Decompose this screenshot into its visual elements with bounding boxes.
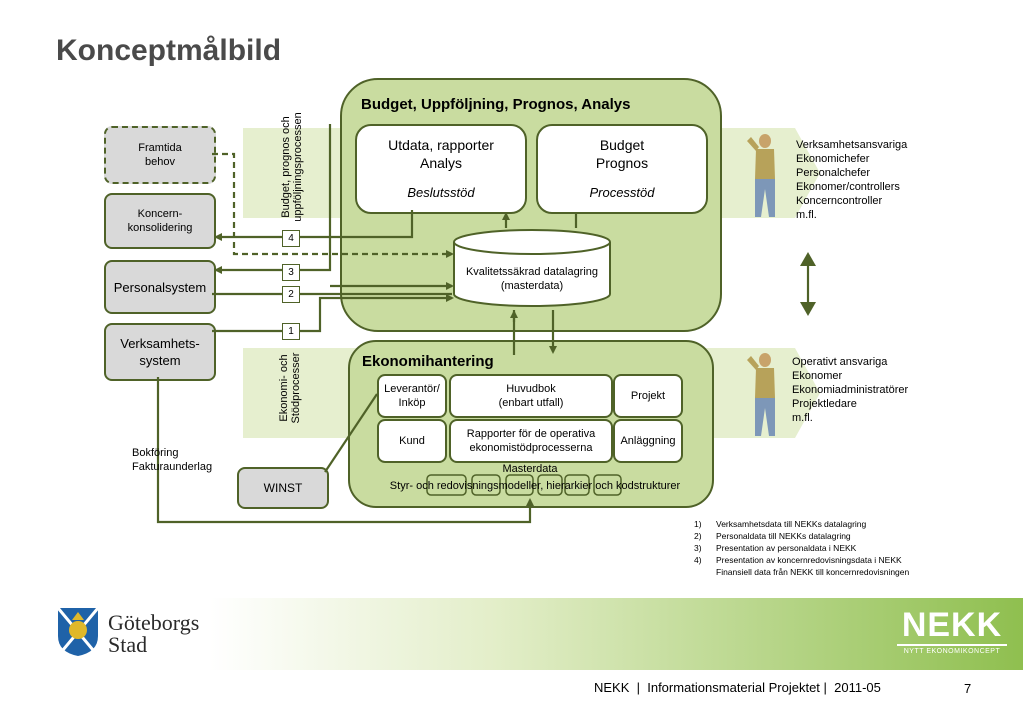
page-title: Konceptmålbild: [56, 34, 282, 67]
cell-projekt[interactable]: Projekt: [613, 374, 683, 418]
page-number: 7: [964, 681, 972, 696]
database-label: Kvalitetssäkrad datalagring (masterdata): [452, 265, 612, 293]
personalsystem-label: Personalsystem: [113, 279, 207, 295]
budget-line1: Budget: [599, 137, 645, 153]
nekk-logo-tagline: NYTT EKONOMIKONCEPT: [903, 648, 1001, 655]
person-icon: [747, 353, 775, 436]
personalsystem-box[interactable]: Personalsystem: [104, 260, 216, 314]
role-item: Ekonomer: [792, 370, 843, 382]
utdata-line1: Utdata, rapporter: [388, 137, 494, 153]
role-item: m.fl.: [792, 412, 813, 424]
cell-huvudbok-line1: Huvudbok: [506, 383, 556, 395]
cell-kund-label: Kund: [399, 435, 425, 447]
role-item: m.fl.: [796, 209, 817, 221]
footnote-2: 2)Personaldata till NEKKs datalagring: [694, 531, 851, 541]
goteborg-logo-text: Göteborgs Stad: [108, 612, 199, 656]
utdata-line2: Analys: [419, 155, 463, 171]
footer-text: NEKK | Informationsmaterial Projektet | …: [594, 680, 881, 695]
person-icon: [747, 134, 775, 217]
badge-2: 2: [282, 286, 300, 303]
roles-top: Verksamhetsansvariga Ekonomichefer Perso…: [796, 138, 907, 222]
nekk-logo-name: NEKK: [897, 606, 1007, 646]
koncern-label: Koncern- konsolidering: [127, 208, 193, 234]
cell-huvudbok[interactable]: Huvudbok (enbart utfall): [449, 374, 613, 418]
utdata-subtitle: Beslutsstöd: [407, 185, 475, 200]
role-item: Verksamhetsansvariga: [796, 139, 908, 151]
role-item: Ekonomer/controllers: [796, 181, 900, 193]
badge-3: 3: [282, 264, 300, 281]
role-item: Personalchefer: [796, 167, 870, 179]
bokforing-line1: Bokföring: [132, 447, 179, 459]
goteborg-line2: Stad: [108, 632, 148, 657]
masterdata-label: Masterdata: [502, 463, 558, 475]
winst-label: WINST: [263, 481, 303, 495]
footnote-3: 3)Presentation av personaldata i NEKK: [694, 543, 857, 553]
footnotes: 1)Verksamhetsdata till NEKKs datalagring…: [694, 518, 909, 578]
masterdata-text: Styr- och redovisningsmodeller, hierarki…: [389, 480, 681, 492]
cell-anlaggning-label: Anläggning: [620, 435, 676, 447]
utdata-box[interactable]: Utdata, rapporter Analys Beslutsstöd: [355, 124, 527, 214]
cell-anlaggning[interactable]: Anläggning: [613, 419, 683, 463]
footer-band: [210, 598, 1023, 670]
roles-bottom: Operativt ansvariga Ekonomer Ekonomiadmi…: [792, 355, 908, 425]
cell-rapporter-label: Rapporter för de operativa ekonomistödpr…: [466, 428, 596, 454]
framtida-label: Framtida behov: [138, 142, 182, 168]
database-line1: Kvalitetssäkrad datalagring: [465, 266, 599, 278]
bottom-group-title: Ekonomihantering: [362, 353, 494, 370]
role-item: Ekonomiadministratörer: [792, 384, 909, 396]
badge-4: 4: [282, 230, 300, 247]
top-group-title: Budget, Uppföljning, Prognos, Analys: [361, 96, 631, 113]
bokforing-line2: Fakturaunderlag: [132, 461, 213, 473]
role-item: Operativt ansvariga: [792, 356, 888, 368]
verksamhetssystem-label: Verksamhets- system: [120, 336, 200, 368]
cell-leverantor[interactable]: Leverantör/ Inköp: [377, 374, 447, 418]
role-item: Koncerncontroller: [796, 195, 883, 207]
cell-rapporter[interactable]: Rapporter för de operativa ekonomistödpr…: [449, 419, 613, 463]
budget-line2: Prognos: [595, 155, 649, 171]
footnote-1: 1)Verksamhetsdata till NEKKs datalagring: [694, 519, 867, 529]
goteborg-line1: Göteborgs: [108, 610, 200, 635]
footnote-4: 4)Presentation av koncernredovisningsdat…: [694, 555, 902, 565]
cell-projekt-label: Projekt: [630, 390, 666, 402]
database-cylinder[interactable]: [452, 228, 612, 310]
database-line2: (masterdata): [500, 280, 564, 292]
role-item: Projektledare: [792, 398, 857, 410]
cell-kund[interactable]: Kund: [377, 419, 447, 463]
winst-box[interactable]: WINST: [237, 467, 329, 509]
koncern-box[interactable]: Koncern- konsolidering: [104, 193, 216, 249]
verksamhetssystem-box[interactable]: Verksamhets- system: [104, 323, 216, 381]
cell-huvudbok-line2: (enbart utfall): [498, 397, 564, 409]
role-item: Ekonomichefer: [796, 153, 870, 165]
budget-subtitle: Processtöd: [589, 185, 655, 200]
footnote-5: Finansiell data från NEKK till koncernre…: [716, 567, 910, 577]
bokforing-label: Bokföring Fakturaunderlag: [132, 446, 212, 474]
cell-leverantor-label: Leverantör/ Inköp: [384, 383, 440, 409]
budget-box[interactable]: Budget Prognos Processtöd: [536, 124, 708, 214]
goteborg-coat-of-arms-icon: [56, 607, 100, 657]
framtida-box[interactable]: Framtida behov: [104, 126, 216, 184]
badge-1: 1: [282, 323, 300, 340]
nekk-logo: NEKK NYTT EKONOMIKONCEPT: [897, 606, 1007, 662]
